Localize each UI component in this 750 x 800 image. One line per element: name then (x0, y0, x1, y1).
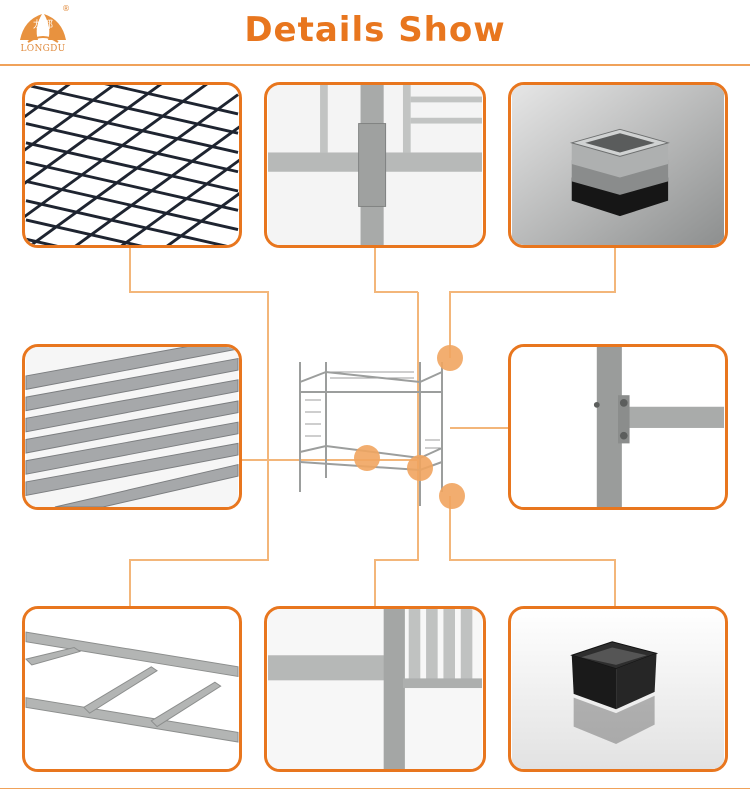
foot-cap-stack-image (511, 85, 725, 245)
bolt-joint-image (511, 347, 725, 507)
svg-text:龙都: 龙都 (33, 18, 53, 31)
logo-emblem-icon: 龙都 (20, 14, 66, 43)
detail-steel-slats (22, 344, 242, 510)
detail-ladder-frame (22, 606, 242, 772)
detail-foot-cap (508, 606, 728, 772)
detail-joint-connector (264, 82, 486, 248)
highlight-dots (354, 345, 465, 509)
header-divider (0, 64, 750, 66)
detail-foot-cap-stack (508, 82, 728, 248)
guardrail-post-image (268, 609, 482, 769)
detail-bolt-joint (508, 344, 728, 510)
registered-mark: ® (62, 4, 70, 13)
longdu-logo: 龙都 ® LONGDU (14, 4, 72, 58)
joint-connector-image (268, 85, 482, 245)
page-title: Details Show (244, 10, 506, 50)
ladder-frame-image (25, 609, 239, 769)
page-header: 龙都 ® LONGDU Details Show (0, 0, 750, 62)
logo-text: LONGDU (20, 44, 66, 54)
mesh-grid-image (25, 85, 239, 245)
detail-guardrail-post (264, 606, 486, 772)
foot-cap-image (511, 609, 725, 769)
steel-slats-image (25, 347, 239, 507)
bunk-bed-illustration (299, 362, 443, 506)
detail-mesh-deck (22, 82, 242, 248)
footer-divider (0, 788, 750, 789)
